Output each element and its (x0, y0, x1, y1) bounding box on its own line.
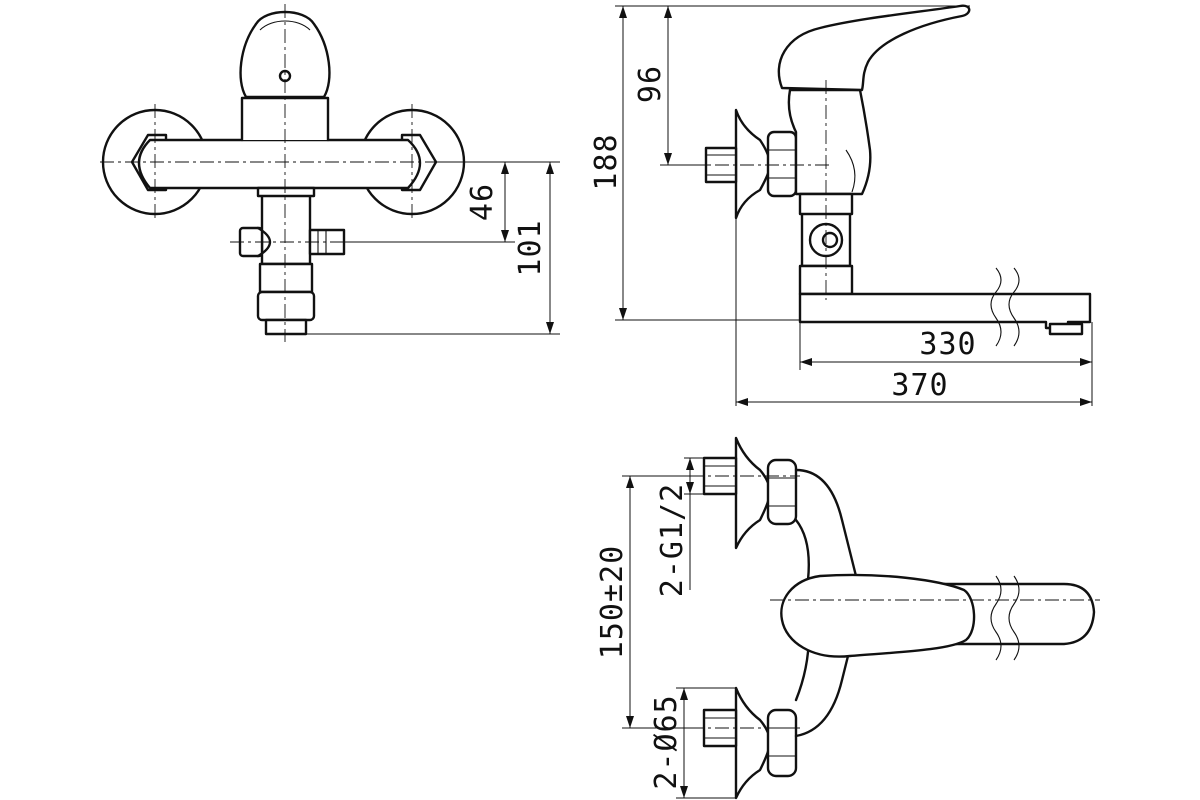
side-diverter-ring-inner (821, 231, 839, 249)
top-lower-nut (766, 708, 798, 778)
top-lower-flange (734, 686, 772, 800)
top-upper-flange (734, 436, 772, 550)
front-mixer-body (137, 138, 422, 190)
side-break-mark (990, 267, 1002, 347)
front-view (100, 4, 470, 342)
side-mixer-body (787, 88, 872, 196)
dim-101-label: 101 (513, 219, 548, 276)
front-diverter-collar (256, 186, 316, 198)
side-spout (798, 292, 1092, 330)
front-diverter-knob-round (256, 226, 272, 258)
dim-spacing-label: 150±20 (595, 545, 630, 659)
top-break-mark-2 (1008, 575, 1020, 661)
front-dimensions: 46 101 (300, 161, 560, 335)
dim-188-label: 188 (589, 133, 624, 190)
side-break-mark-2 (1008, 267, 1020, 347)
dim-370-label: 370 (891, 368, 948, 403)
dim-diameter-label: 2-Ø65 (649, 694, 684, 789)
front-lever-detail (259, 20, 311, 31)
dim-330-label: 330 (919, 327, 976, 362)
side-body-detail (845, 149, 856, 193)
front-spout-tip (264, 318, 308, 336)
side-wall-flange (734, 108, 772, 220)
side-lever-handle (777, 4, 971, 92)
dim-thread-label: 2-G1/2 (655, 483, 690, 597)
top-break-mark (990, 575, 1002, 661)
top-dimensions: 150±20 2-G1/2 2-Ø65 (595, 457, 736, 799)
top-upper-nut (766, 458, 798, 526)
side-view (690, 4, 1092, 347)
side-hex-nut (766, 130, 798, 198)
dim-96-label: 96 (633, 65, 668, 103)
side-dimensions: 188 96 330 370 (589, 5, 1093, 406)
front-spout-nut (256, 290, 316, 322)
front-diverter-block (260, 190, 312, 266)
dim-46-label: 46 (465, 183, 500, 221)
top-lever-handle (780, 573, 976, 658)
top-view (690, 436, 1100, 800)
side-aerator (1048, 322, 1084, 336)
front-lower-connector (258, 262, 314, 294)
